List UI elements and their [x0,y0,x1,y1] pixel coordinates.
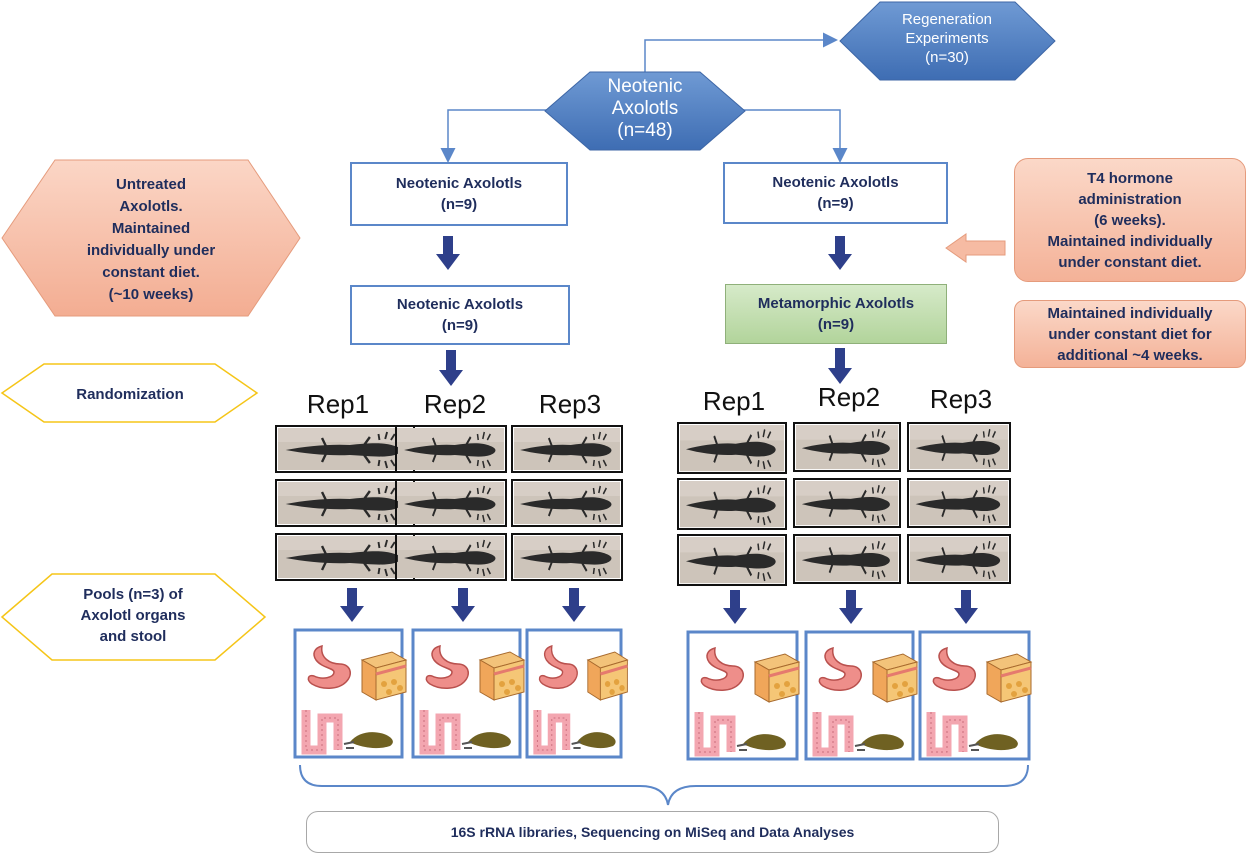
pools-text-line: Axolotl organs [80,607,185,624]
right-pool-1 [686,630,799,761]
t4-orange-arrow [945,233,1006,263]
untreated-text-line: Maintained [112,220,190,237]
randomization-text-line: Randomization [76,386,184,403]
untreated-text-line: individually under [87,242,216,259]
regen-hex-text-line: Experiments [905,30,988,47]
left-rep2-photos [395,425,507,581]
right-neotenic-box-1: Neotenic Axolotls (n=9) [723,162,948,224]
left-pool-2 [411,628,524,759]
left-neotenic-box-2: Neotenic Axolotls (n=9) [350,285,570,345]
regen-hex-text-line: Regeneration [902,11,992,28]
untreated-text-line: constant diet. [102,264,200,281]
left-pool-3 [525,628,627,759]
right-rep1-photos [677,422,787,586]
pools-text-line: and stool [100,628,167,645]
right-rep2-label: Rep2 [818,382,880,412]
pools-text-line: Pools (n=3) of [83,586,184,603]
metamorphic-box: Metamorphic Axolotls (n=9) [725,284,947,344]
grouping-bracket [299,764,1029,806]
down-arrow-right-1 [828,236,852,270]
right-pool-2 [804,630,917,761]
right-rep2-photos [793,422,901,584]
right-pool-3 [918,630,1031,761]
down-arrow-pool-3 [562,588,586,622]
pools-label-shape: Pools (n=3) of Axolotl organs and stool [0,573,267,661]
randomization-label: Randomization [76,386,184,403]
left-pool-1 [293,628,406,759]
t4-hormone-note: T4 hormone administration (6 weeks). Mai… [1014,158,1246,282]
right-rep3-label: Rep3 [930,384,992,414]
right-rep3-photos [907,422,1011,584]
navy-arrows [340,236,978,624]
top-hex-text-line: Neotenic [608,76,683,97]
right-rep1-label: Rep1 [703,386,765,416]
arrow-to-regeneration [644,32,838,74]
top-hex-text-line: Axolotls [612,98,679,119]
down-arrow-right-2 [828,348,852,384]
down-arrow-pool-2 [451,588,475,622]
left-rep1-photos [275,425,415,581]
additional-weeks-note: Maintained individually under constant d… [1014,300,1246,368]
left-rep2-label: Rep2 [424,389,486,419]
left-rep3-label: Rep3 [539,389,601,419]
regen-hex-text-line: (n=30) [925,49,969,66]
untreated-text-line: (~10 weeks) [109,286,194,303]
arrow-to-right-branch [730,109,848,163]
top-hex-text-line: (n=48) [617,120,672,141]
randomization-label-shape: Randomization [0,363,259,423]
down-arrow-left-1 [436,236,460,270]
untreated-text-line: Axolotls. [119,198,182,215]
down-arrow-left-2 [439,350,463,386]
down-arrow-pool-4 [723,590,747,624]
arrow-to-left-branch [440,109,560,163]
pools-label: Pools (n=3) of Axolotl organs and stool [80,586,185,645]
down-arrow-pool-1 [340,588,364,622]
untreated-text-line: Untreated [116,176,186,193]
left-rep3-photos [511,425,623,581]
down-arrow-pool-6 [954,590,978,624]
sequencing-analysis-box: 16S rRNA libraries, Sequencing on MiSeq … [306,811,999,853]
left-rep1-label: Rep1 [307,389,369,419]
down-arrow-pool-5 [839,590,863,624]
left-neotenic-box-1: Neotenic Axolotls (n=9) [350,162,568,226]
